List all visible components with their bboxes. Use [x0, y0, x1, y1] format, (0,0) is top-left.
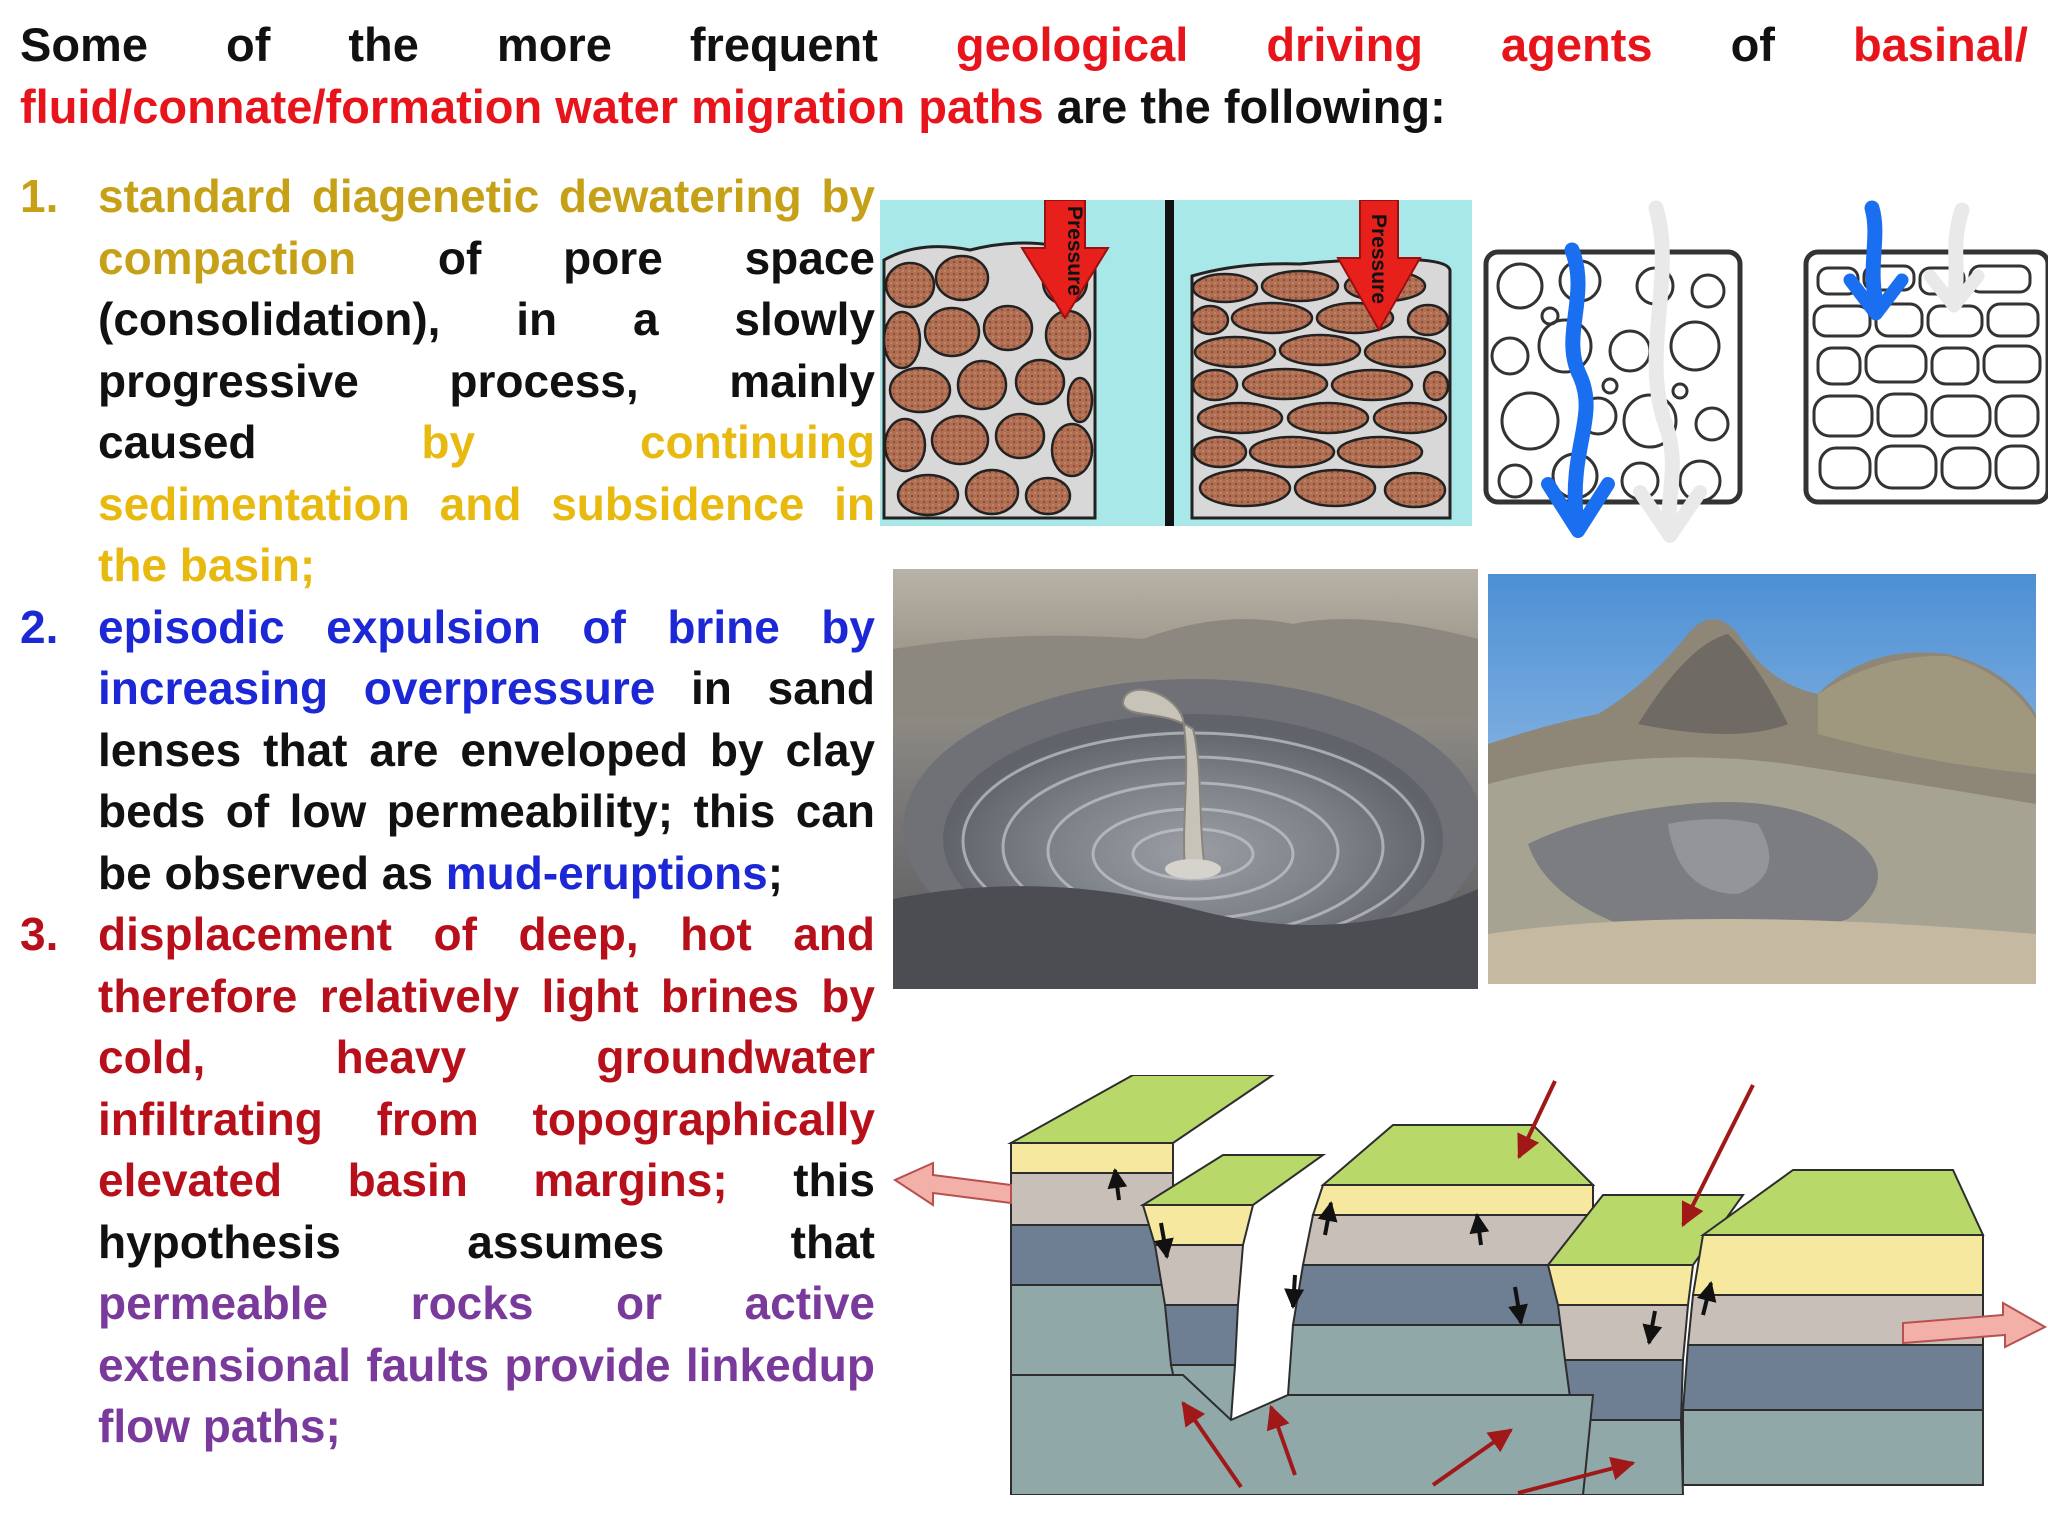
text-segment: displacement of deep, hot and therefore … — [98, 908, 875, 1206]
pressure-label-left: Pressure — [1063, 206, 1086, 296]
list-item-1: 1. standard diagenetic dewatering by com… — [20, 166, 875, 597]
title-highlight: fluid/connate/formation water migration … — [20, 80, 1044, 133]
infiltration-arrows — [1181, 1080, 1755, 1495]
list-number: 3. — [20, 908, 59, 960]
agents-list: 1. standard diagenetic dewatering by com… — [20, 166, 875, 1458]
list-text: displacement of deep, hot and therefore … — [98, 904, 875, 1458]
compacted-flow-sketch — [1803, 200, 2048, 505]
extension-arrow-right — [1902, 1301, 2048, 1349]
title-tail: are the following: — [1043, 80, 1446, 133]
list-number: 1. — [20, 170, 59, 222]
text-segment: in sand lenses that are enveloped by cla… — [98, 662, 875, 899]
title-word: of — [226, 18, 271, 71]
title-word: of — [1730, 18, 1775, 71]
compaction-figure: Pressure Pressure — [880, 200, 1472, 526]
uncompacted-grains — [882, 241, 1097, 520]
fault-slip-arrows — [1107, 1168, 1717, 1345]
title-word: Some — [20, 18, 148, 71]
title-line-1: Some of the more frequent geological dri… — [20, 14, 2028, 76]
title-word: frequent — [689, 18, 878, 71]
text-segment: mud-eruptions — [445, 846, 768, 899]
compacted-grains — [1190, 258, 1452, 520]
title-word: the — [348, 18, 419, 71]
text-segment: standard diagenetic dewatering by compac… — [98, 170, 875, 284]
list-text: standard diagenetic dewatering by compac… — [98, 166, 875, 597]
title-word: geological — [955, 18, 1189, 71]
list-item-3: 3. displacement of deep, hot and therefo… — [20, 904, 875, 1458]
title-word: more — [496, 18, 612, 71]
text-segment: of pore space (consolidation), in a slow… — [98, 231, 875, 469]
mud-eruption-photo — [893, 569, 1478, 989]
uncompacted-flow-sketch — [1483, 200, 1743, 543]
mud-volcano-photo — [1488, 574, 2036, 984]
extension-arrow-left — [893, 1161, 1012, 1207]
text-segment: this hypothesis assumes that — [98, 1154, 875, 1268]
list-item-2: 2. episodic expulsion of brine by increa… — [20, 597, 875, 905]
title-word: agents — [1501, 18, 1653, 71]
fault-block-diagram — [893, 1075, 2048, 1495]
title-line-2: fluid/connate/formation water migration … — [20, 76, 2028, 138]
list-number: 2. — [20, 600, 59, 653]
text-segment: permeable rocks or active extensional fa… — [98, 1277, 875, 1452]
list-text: episodic expulsion of brine by increasin… — [98, 597, 875, 905]
pressure-arrow-left: Pressure — [1020, 200, 1110, 320]
pressure-label-right: Pressure — [1367, 214, 1390, 304]
title-word: driving — [1266, 18, 1424, 71]
fault-blocks — [1007, 1075, 1985, 1495]
pressure-arrow-right: Pressure — [1336, 200, 1422, 333]
slide-title: Some of the more frequent geological dri… — [20, 14, 2028, 138]
text-segment: ; — [767, 846, 784, 899]
text-segment: by continuing sedimentation and subsiden… — [98, 416, 876, 591]
panel-divider — [1165, 200, 1174, 526]
title-word: basinal/ — [1852, 18, 2028, 71]
text-segment: episodic expulsion of brine by increasin… — [98, 600, 875, 715]
flow-path-sketches — [1483, 200, 2048, 543]
